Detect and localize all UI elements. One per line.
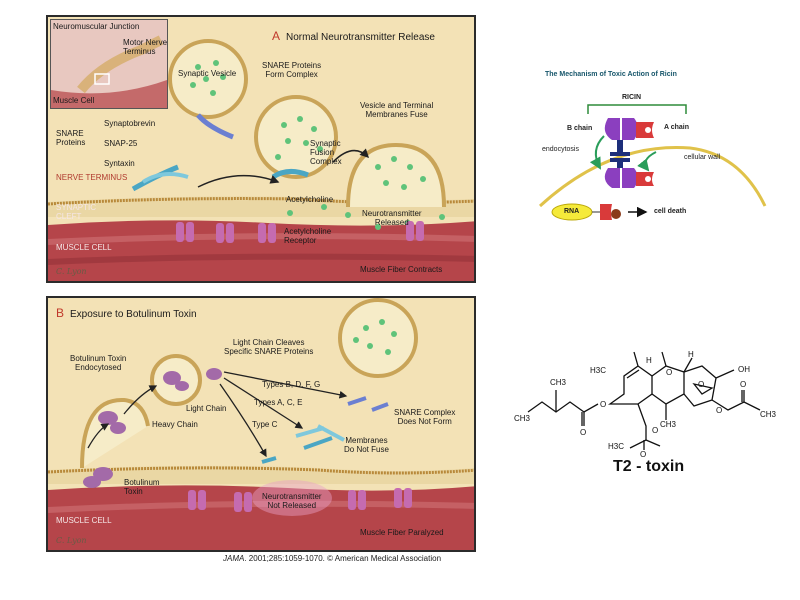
panel-b-signature: C. Lyon <box>56 536 87 545</box>
t2-oh: OH <box>738 365 750 374</box>
types-bdfg-label: Types B, D, F, G <box>262 380 321 389</box>
intact-vesicle <box>338 298 418 378</box>
cell-death-label: cell death <box>654 208 687 215</box>
snap25-label: SNAP-25 <box>104 139 138 148</box>
types-ace-label: Types A, C, E <box>254 398 303 407</box>
panel-a-normal-release: Neuromuscular Junction Motor Nerve Termi… <box>46 15 476 283</box>
panel-a-letter: A <box>272 29 281 43</box>
nt-not-released-label: Neurotransmitter Not Released <box>262 492 322 510</box>
vesicle-fuse-label: Vesicle and Terminal Membranes Fuse <box>360 101 434 119</box>
synaptobrevin-label: Synaptobrevin <box>104 119 156 128</box>
heavy-chain-label: Heavy Chain <box>152 420 198 429</box>
light-chain-cleaves-label: Light Chain Cleaves Specific SNARE Prote… <box>224 338 314 356</box>
neuromuscular-junction-inset: Neuromuscular Junction Motor Nerve Termi… <box>50 19 168 109</box>
rna-label: RNA <box>564 208 580 215</box>
a-chain-label: A chain <box>664 124 690 131</box>
t2-o-epoxide: O <box>698 380 705 389</box>
t2-o-4: O <box>740 380 747 389</box>
t2-o-3: O <box>716 406 723 415</box>
membranes-not-fuse-label: Membranes Do Not Fuse <box>344 436 389 454</box>
citation-rest: . 2001;285:1059-1070. © American Medical… <box>244 554 442 563</box>
acetylcholine-label: Acetylcholine <box>286 195 334 204</box>
citation: JAMA. 2001;285:1059-1070. © American Med… <box>223 554 441 563</box>
t2-ch3-d: CH3 <box>514 414 531 423</box>
t2-ch3-c: CH3 <box>760 410 777 419</box>
muscle-paralyzed-label: Muscle Fiber Paralyzed <box>360 528 444 537</box>
synaptic-vesicle-label: Synaptic Vesicle <box>178 69 237 78</box>
inset-motor-label: Motor Nerve Terminus <box>123 38 168 56</box>
inset-title: Neuromuscular Junction <box>53 22 140 31</box>
snare-form-label: SNARE Proteins Form Complex <box>262 61 322 79</box>
snare-proteins-label: SNARE Proteins <box>56 129 86 147</box>
t2-toxin-label: T2 - toxin <box>613 458 685 475</box>
b-chain-label: B chain <box>567 125 593 132</box>
synaptobrevin-protein <box>196 113 234 140</box>
t2-o-1: O <box>600 400 607 409</box>
t2-h-a: H <box>646 356 652 365</box>
panel-b-illustration <box>48 298 474 550</box>
ricin-label: RICIN <box>622 94 642 101</box>
endocytosis-arrow <box>589 135 605 170</box>
ricin-b-chain-bottom <box>604 168 620 188</box>
endocytosis-label: endocytosis <box>542 146 579 153</box>
endocytosed-label: Botulinum Toxin Endocytosed <box>70 354 127 372</box>
panel-b-muscle-cell-label: MUSCLE CELL <box>56 516 112 525</box>
t2-h-b: H <box>688 350 694 359</box>
snap25-protein <box>141 171 189 184</box>
cellular-wall-curve <box>538 146 767 208</box>
t2-ch3-b: CH3 <box>660 420 677 429</box>
t2-h3c-a: H3C <box>590 366 607 375</box>
t2-o-6: O <box>640 450 647 459</box>
type-c-label: Type C <box>252 420 278 429</box>
acetylcholine-receptors <box>176 221 424 243</box>
ricin-diagram-title: The Mechanism of Toxic Action of Ricin <box>545 71 677 78</box>
cellular-wall-label: cellular wall <box>684 154 721 161</box>
nerve-terminus-label: NERVE TERMINUS <box>56 173 128 182</box>
synaptic-cleft-label: SYNAPTIC CLEFT <box>56 203 97 221</box>
panel-b-letter: B <box>56 306 65 320</box>
a-chain-on-rna <box>600 204 612 220</box>
ach-receptor-label: Acetylcholine Receptor <box>284 227 332 245</box>
t2-o-5: O <box>652 426 659 435</box>
light-chain-label: Light Chain <box>186 404 227 413</box>
cleaved-snare-fragments <box>261 396 389 464</box>
nt-released-label: Neurotransmitter Released <box>362 209 422 227</box>
botulinum-toxin-shapes <box>83 368 222 488</box>
t2-h3c-b: H3C <box>608 442 625 451</box>
syntaxin-label: Syntaxin <box>104 159 135 168</box>
t2-o-ring: O <box>666 368 673 377</box>
ricin-a-chain-top <box>636 122 654 138</box>
snare-not-form-label: SNARE Complex Does Not Form <box>394 408 456 426</box>
acetylcholine-dots <box>190 60 445 230</box>
fusing-vesicle <box>346 142 446 208</box>
muscle-cell-label: MUSCLE CELL <box>56 243 112 252</box>
t2-o-2: O <box>580 428 587 437</box>
panel-a-signature: C. Lyon <box>56 267 87 276</box>
t2-ch3-a: CH3 <box>550 378 567 387</box>
citation-journal: JAMA <box>223 554 245 563</box>
fusion-complex-label: Synaptic Fusion Complex <box>310 139 342 166</box>
botulinum-toxin-label: Botulinum Toxin <box>124 478 160 496</box>
panel-a-illustration <box>48 39 474 281</box>
ricin-b-chain-top <box>604 118 620 140</box>
muscle-contracts-label: Muscle Fiber Contracts <box>360 265 443 274</box>
inset-muscle-label: Muscle Cell <box>53 96 95 105</box>
